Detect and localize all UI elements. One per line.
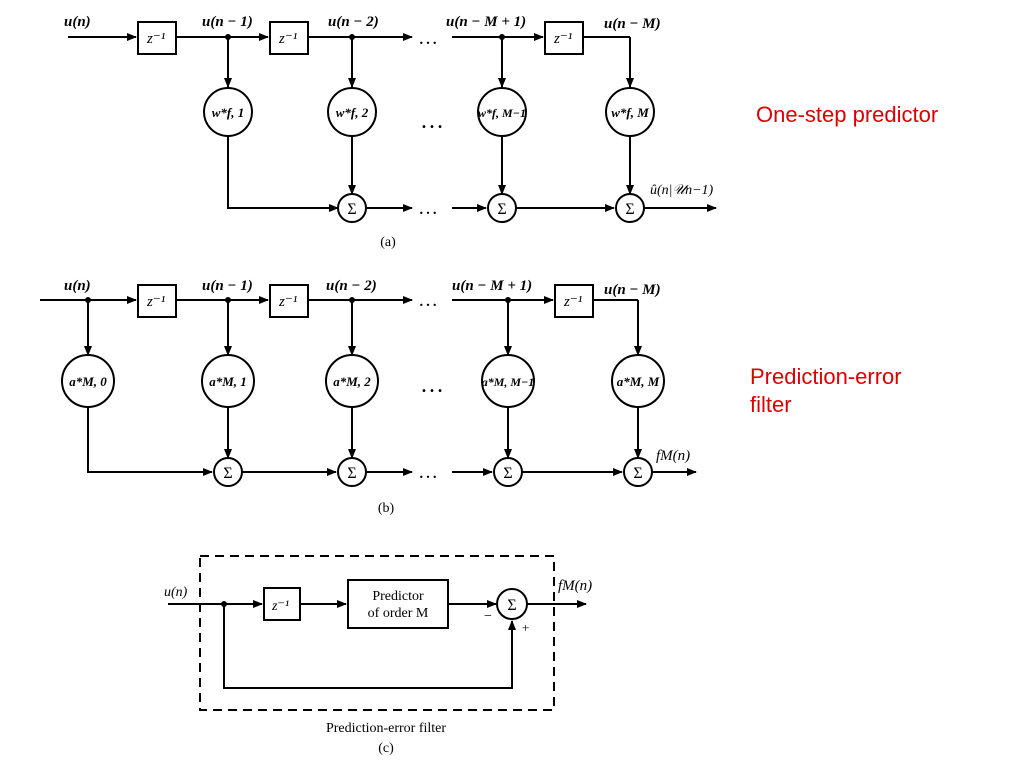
prediction-error-filter-label-line2: filter — [750, 392, 792, 417]
plus-sign: + — [522, 620, 529, 635]
signal-label: u(n − M) — [604, 282, 661, 298]
delay-label: z⁻¹ — [146, 31, 166, 47]
delay-label: z⁻¹ — [563, 294, 583, 310]
ellipsis: … — [418, 461, 438, 483]
weight-label: w*f, M — [611, 105, 649, 120]
signal-label: u(n − 2) — [328, 14, 379, 30]
delay-box — [263, 587, 301, 621]
delay-box — [269, 284, 309, 318]
weight-label: a*M, 1 — [209, 374, 247, 389]
caption: (c) — [378, 741, 394, 756]
caption: (a) — [380, 235, 396, 250]
sum-symbol: Σ — [633, 465, 642, 482]
output-label: fM(n) — [656, 448, 690, 464]
sum-symbol: Σ — [347, 201, 356, 218]
signal-label: u(n) — [164, 585, 188, 600]
delay-label: z⁻¹ — [278, 31, 298, 47]
signal-label: u(n − M) — [604, 16, 661, 32]
sum-symbol: Σ — [503, 465, 512, 482]
signal-label: u(n − 1) — [202, 278, 253, 294]
weight-label: a*M, M−1 — [482, 375, 535, 389]
weight-label: a*M, 0 — [69, 374, 107, 389]
output-label: û(n|𝒰n−1) — [650, 183, 714, 198]
weight-label: w*f, M−1 — [478, 106, 526, 120]
ellipsis: … — [418, 289, 438, 311]
weight-label: a*M, 2 — [333, 374, 371, 389]
sum-symbol: Σ — [347, 465, 356, 482]
weight-label: w*f, 2 — [336, 105, 369, 120]
predictor-label: of order M — [368, 606, 429, 621]
signal-label: u(n − 2) — [326, 278, 377, 294]
box-label: Prediction-error filter — [326, 721, 446, 736]
weight-label: w*f, 1 — [212, 105, 245, 120]
predictor-box — [347, 579, 449, 629]
diagram-a-dots — [225, 34, 505, 40]
delay-label: z⁻¹ — [553, 31, 573, 47]
signal-label: u(n − 1) — [202, 14, 253, 30]
ellipsis: … — [420, 108, 444, 134]
sum-symbol: Σ — [507, 597, 516, 614]
dashed-boundary — [199, 555, 555, 711]
prediction-error-filter-label-line1: Prediction-error — [750, 364, 902, 389]
delay-box — [137, 284, 177, 318]
diagram-c — [168, 555, 587, 711]
sum-symbol: Σ — [223, 465, 232, 482]
signal-label: u(n) — [64, 14, 91, 30]
ellipsis: … — [418, 27, 438, 49]
output-label: fM(n) — [558, 578, 592, 594]
delay-label: z⁻¹ — [278, 294, 298, 310]
sum-symbol: Σ — [625, 201, 634, 218]
weight-label: a*M, M — [617, 374, 660, 389]
diagram-a — [68, 21, 717, 223]
delay-box — [544, 21, 584, 55]
one-step-predictor-label: One-step predictor — [756, 102, 939, 127]
signal-label: u(n) — [64, 278, 91, 294]
delay-label: z⁻¹ — [146, 294, 166, 310]
diagram-b-dots — [85, 297, 511, 303]
delay-label: z⁻¹ — [271, 599, 289, 614]
sum-symbol: Σ — [497, 201, 506, 218]
signal-label: u(n − M + 1) — [446, 14, 526, 30]
ellipsis: … — [420, 372, 444, 398]
signal-label: u(n − M + 1) — [452, 278, 532, 294]
ellipsis: … — [418, 197, 438, 219]
predictor-label: Predictor — [372, 589, 424, 604]
minus-sign: − — [484, 609, 492, 624]
caption: (b) — [378, 501, 395, 516]
